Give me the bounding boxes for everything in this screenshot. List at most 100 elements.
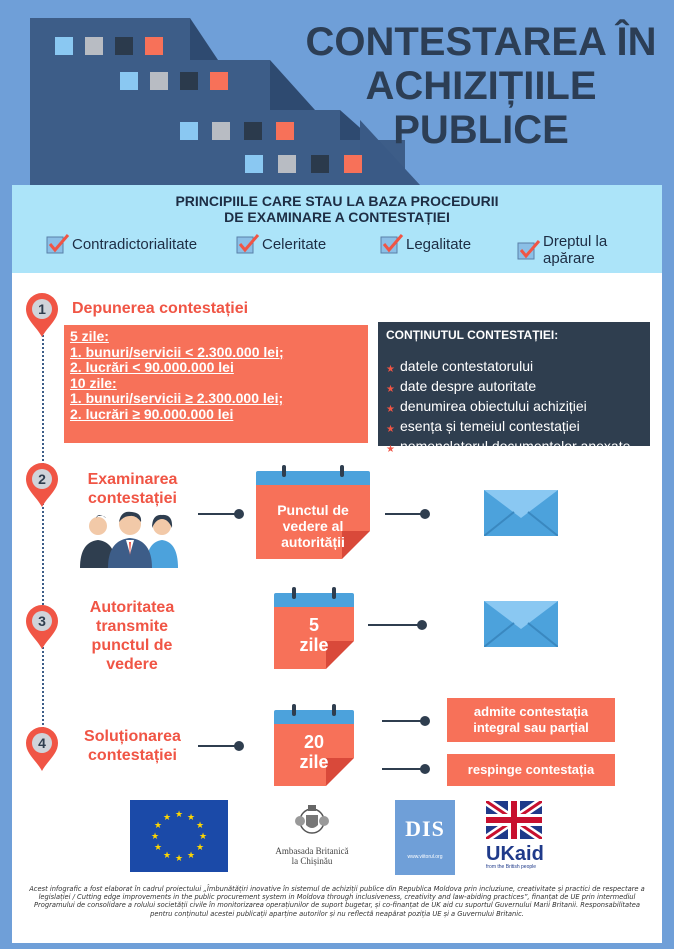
svg-text:★: ★ <box>154 821 162 831</box>
calendar-text-line: autorității <box>281 534 345 550</box>
term-line: 2. lucrări < 90.000.000 lei <box>70 359 234 375</box>
calendar-header <box>274 593 354 607</box>
calendar-header <box>256 471 370 485</box>
step-number: 4 <box>38 735 46 751</box>
connector-dot <box>420 764 430 774</box>
step-title-line: punctul de <box>91 637 173 654</box>
window <box>150 72 168 90</box>
term-line: 2. lucrări ≥ 90.000.000 lei <box>70 405 234 422</box>
principle-label: Celeritate <box>262 235 327 253</box>
calendar-icon: 20 zile <box>274 704 354 786</box>
embassy-label-line: la Chișinău <box>291 856 333 866</box>
principle-item: Celeritate <box>236 233 326 255</box>
page-title-line: CONTESTAREA ÎN <box>305 20 657 64</box>
principles-panel: PRINCIPIILE CARE STAU LA BAZA PROCEDURII… <box>12 185 662 273</box>
calendar-ring <box>282 465 286 477</box>
content-item-text: denumirea obiectului achiziției <box>400 398 587 414</box>
calendar-page-fold <box>326 758 354 786</box>
svg-text:★: ★ <box>175 854 183 864</box>
svg-text:★: ★ <box>175 810 183 820</box>
connector-dot <box>234 741 244 751</box>
window <box>55 37 73 55</box>
window <box>210 72 228 90</box>
star-icon: ★ <box>386 424 395 435</box>
step-title-line: transmite <box>95 618 169 635</box>
svg-text:★: ★ <box>163 813 171 823</box>
british-embassy-logo: Ambasada Britanică la Chișinău <box>262 801 362 877</box>
step-4-pin-icon: 4 <box>24 726 60 772</box>
step-title-line: contestației <box>88 490 177 507</box>
union-jack-icon <box>483 797 545 843</box>
star-icon: ★ <box>386 384 395 395</box>
star-icon: ★ <box>386 364 395 375</box>
calendar-text-line: vedere al <box>282 518 344 534</box>
window <box>145 37 163 55</box>
step-3-title: Autoritatea transmite punctul de vedere <box>72 598 192 674</box>
calendar-header <box>274 710 354 724</box>
calendar-ring <box>292 587 296 599</box>
calendar-ring <box>340 465 344 477</box>
principle-item: Dreptul la apărare <box>517 233 662 267</box>
connector-line <box>198 745 238 747</box>
svg-text:★: ★ <box>151 832 159 842</box>
term-line: 5 zile: <box>70 328 109 344</box>
deadline-terms-box: 5 zile: 1. bunuri/servicii < 2.300.000 l… <box>64 325 368 443</box>
calendar-page-fold <box>326 641 354 669</box>
step-title-line: Examinarea <box>87 471 178 488</box>
content-item-text: esența și temeiul contestației <box>400 418 580 434</box>
content-item: ★ denumirea obiectului achiziției <box>386 398 642 418</box>
calendar-text: 5 zile <box>274 615 354 655</box>
content-item-text: date despre autoritate <box>400 378 537 394</box>
step-number: 1 <box>38 301 46 317</box>
calendar-icon: 5 zile <box>274 587 354 669</box>
svg-text:★: ★ <box>199 832 207 842</box>
content-item: ★ esența și temeiul contestației <box>386 418 642 438</box>
star-icon: ★ <box>386 444 395 455</box>
page-title-line: PUBLICE <box>393 108 569 152</box>
ukaid-logo: UKaid from the British people <box>483 797 546 877</box>
window <box>212 122 230 140</box>
window <box>115 37 133 55</box>
principle-item: Legalitate <box>380 233 471 255</box>
calendar-ring <box>332 704 336 716</box>
dis-mark: DIS <box>405 816 445 841</box>
step-title-line: Autoritatea <box>89 599 175 616</box>
embassy-label-line: Ambasada Britanică <box>275 846 349 856</box>
calendar-text: 20 zile <box>274 732 354 772</box>
svg-text:★: ★ <box>187 813 195 823</box>
step-2-title: Examinarea contestației <box>70 470 195 508</box>
header-banner: CONTESTAREA ÎN ACHIZIȚIILE PUBLICE <box>0 0 674 185</box>
step-2-pin-icon: 2 <box>24 462 60 508</box>
result-reject-box: respinge contestația <box>447 754 615 786</box>
principles-title: PRINCIPIILE CARE STAU LA BAZA PROCEDURII… <box>12 193 662 225</box>
principle-label: Contradictorialitate <box>72 235 198 253</box>
content-item-text: datele contestatorului <box>400 358 534 374</box>
connector-dot <box>420 509 430 519</box>
timeline-dotted-line <box>42 320 44 740</box>
step-title-line: contestației <box>88 747 177 764</box>
connector-line <box>382 768 424 770</box>
window <box>311 155 329 173</box>
step-1-title: Depunerea contestației <box>72 300 249 317</box>
royal-coat-of-arms-icon <box>295 805 329 834</box>
people-group-icon <box>76 510 186 568</box>
step-number: 2 <box>38 471 46 487</box>
calendar-ring <box>292 704 296 716</box>
principles-title-line: PRINCIPIILE CARE STAU LA BAZA PROCEDURII <box>175 193 499 209</box>
envelope-icon <box>483 601 559 648</box>
ukaid-wordmark: UKaid <box>486 843 544 865</box>
calendar-ring <box>332 587 336 599</box>
footer-disclaimer: Acest infografic a fost elaborat în cadr… <box>12 883 662 943</box>
calendar-text-line: zile <box>299 635 329 655</box>
calendar-text-line: 5 <box>308 615 319 635</box>
step-3-pin-icon: 3 <box>24 604 60 650</box>
page-title: CONTESTAREA ÎN ACHIZIȚIILE PUBLICE <box>292 20 670 152</box>
window <box>245 155 263 173</box>
principle-label: Legalitate <box>406 235 472 253</box>
star-icon: ★ <box>386 404 395 415</box>
result-text-line: admite contestația <box>473 704 589 719</box>
connector-dot <box>420 716 430 726</box>
connector-line <box>382 720 424 722</box>
content-item: ★ datele contestatorului <box>386 358 642 378</box>
window <box>120 72 138 90</box>
